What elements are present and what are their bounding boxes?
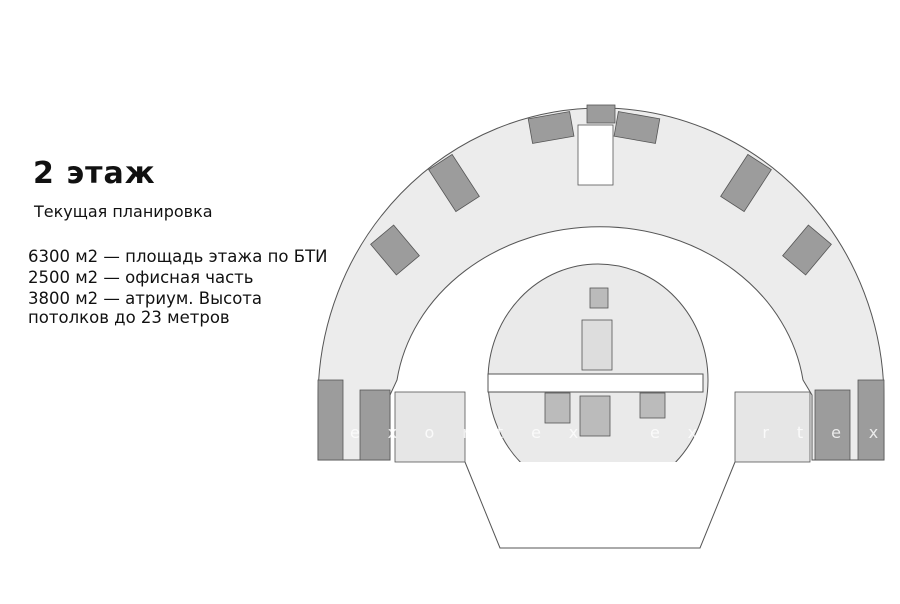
stair-atrium (589, 287, 609, 309)
core-upper-left (428, 153, 480, 213)
floor-title: 2 этаж (33, 156, 156, 191)
watermark-2: exortex (650, 423, 900, 442)
shaft-top (577, 124, 614, 186)
core-atrium (581, 319, 613, 371)
core-center-right (639, 392, 666, 419)
core-upper-right (720, 153, 772, 213)
entrance-lobby (464, 461, 736, 549)
watermark: exortex (350, 423, 607, 442)
plan-subtitle: Текущая планировка (34, 202, 213, 221)
core-center-left (544, 392, 571, 424)
stat-ceiling-height: потолков до 23 метров (28, 308, 230, 327)
corridor (487, 373, 704, 393)
area-stats: 6300 м2 — площадь этажа по БТИ 2500 м2 —… (28, 246, 328, 326)
core-bottom-left (317, 379, 344, 461)
lobby-left-wing (394, 391, 466, 463)
stat-atrium-area: 3800 м2 — атриум. Высота (28, 289, 263, 308)
stat-total-area: 6300 м2 — площадь этажа по БТИ (28, 247, 328, 266)
core-left (370, 224, 420, 276)
core-right (782, 224, 832, 276)
core-top-center (586, 104, 616, 124)
stat-office-area: 2500 м2 — офисная часть (28, 268, 254, 287)
core-top-right (613, 111, 661, 144)
core-bottom-right-2 (814, 389, 851, 461)
core-top-left (527, 111, 575, 144)
core-bottom-right (857, 379, 885, 461)
core-center (579, 395, 611, 437)
core-bottom-left-2 (359, 389, 391, 461)
lobby-right-wing (734, 391, 811, 463)
